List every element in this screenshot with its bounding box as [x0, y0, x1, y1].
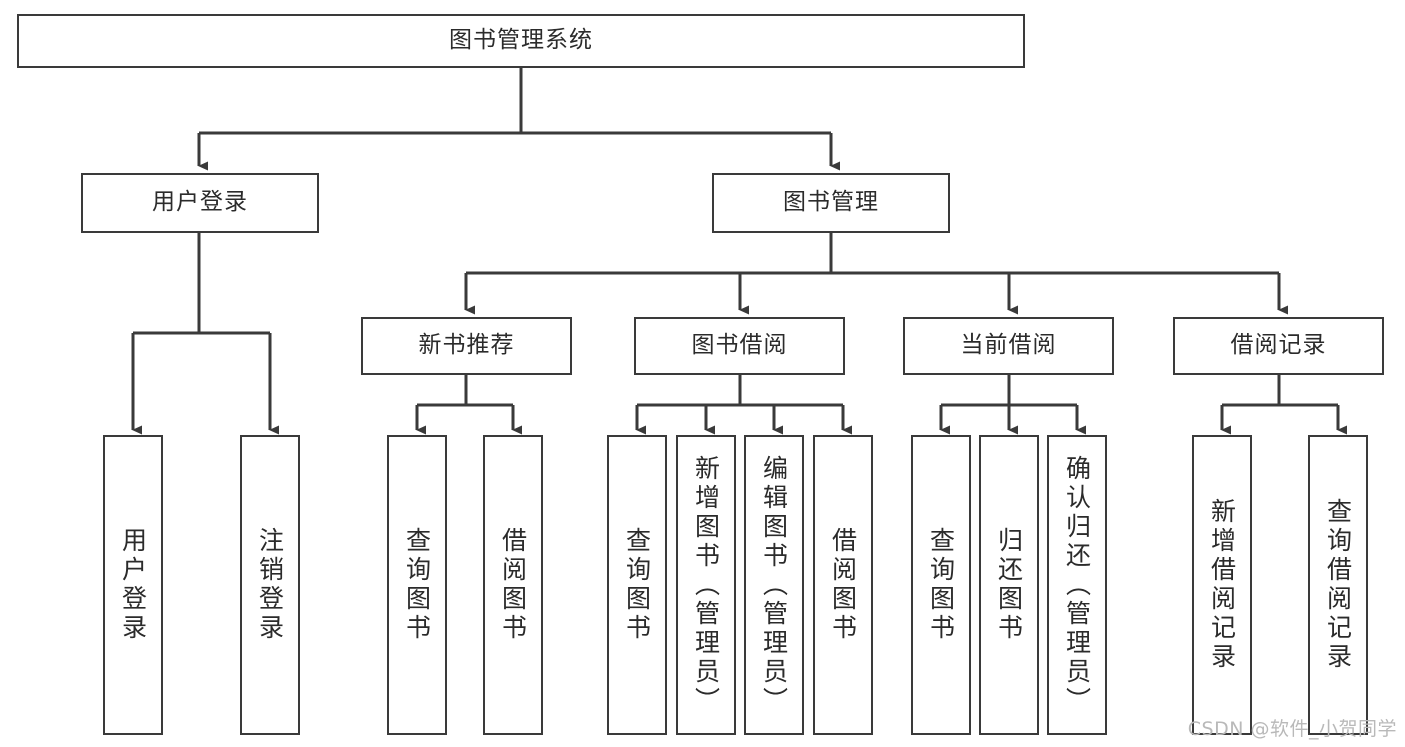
- node-current-borrow[interactable]: 当前借阅: [903, 317, 1114, 375]
- node-leaf-query-book-2[interactable]: 查询图书: [607, 435, 667, 735]
- node-book-management-system[interactable]: 图书管理系统: [17, 14, 1025, 68]
- node-leaf-logout-login[interactable]: 注销登录: [240, 435, 300, 735]
- node-label: 图书借阅: [691, 332, 788, 359]
- node-leaf-query-book-3[interactable]: 查询图书: [911, 435, 971, 735]
- node-label: 图书管理系统: [449, 27, 593, 54]
- node-label: 查询图书: [622, 527, 652, 643]
- node-user-login[interactable]: 用户登录: [81, 173, 319, 233]
- node-new-book-recommend[interactable]: 新书推荐: [361, 317, 572, 375]
- node-label: 查询图书: [926, 527, 956, 643]
- node-label: 查询图书: [402, 527, 432, 643]
- node-label: 新书推荐: [418, 332, 515, 359]
- node-label: 归还图书: [994, 527, 1024, 643]
- node-leaf-add-borrow-record[interactable]: 新增借阅记录: [1192, 435, 1252, 735]
- node-leaf-add-book[interactable]: 新增图书（管理员）: [676, 435, 736, 735]
- node-leaf-user-login[interactable]: 用户登录: [103, 435, 163, 735]
- node-leaf-borrow-book-1[interactable]: 借阅图书: [483, 435, 543, 735]
- node-leaf-edit-book[interactable]: 编辑图书（管理员）: [744, 435, 804, 735]
- node-label: 借阅图书: [498, 527, 528, 643]
- watermark-text: CSDN @软件_小贺同学: [1187, 718, 1397, 740]
- node-label: 用户登录: [118, 527, 148, 643]
- node-label: 新增借阅记录: [1207, 498, 1237, 672]
- node-label: 查询借阅记录: [1323, 498, 1353, 672]
- node-label: 编辑图书（管理员）: [759, 454, 789, 716]
- node-book-management[interactable]: 图书管理: [712, 173, 950, 233]
- node-leaf-borrow-book-2[interactable]: 借阅图书: [813, 435, 873, 735]
- node-label: 借阅图书: [828, 527, 858, 643]
- node-borrow-record[interactable]: 借阅记录: [1173, 317, 1384, 375]
- node-label: 注销登录: [255, 527, 285, 643]
- node-leaf-query-book-1[interactable]: 查询图书: [387, 435, 447, 735]
- node-leaf-query-borrow-record[interactable]: 查询借阅记录: [1308, 435, 1368, 735]
- node-book-borrow[interactable]: 图书借阅: [634, 317, 845, 375]
- node-leaf-confirm-return[interactable]: 确认归还（管理员）: [1047, 435, 1107, 735]
- node-label: 借阅记录: [1230, 332, 1327, 359]
- node-leaf-return-book[interactable]: 归还图书: [979, 435, 1039, 735]
- node-label: 用户登录: [152, 189, 248, 216]
- node-label: 当前借阅: [960, 332, 1057, 359]
- node-label: 确认归还（管理员）: [1062, 454, 1092, 716]
- node-label: 图书管理: [783, 189, 879, 216]
- node-label: 新增图书（管理员）: [691, 454, 721, 716]
